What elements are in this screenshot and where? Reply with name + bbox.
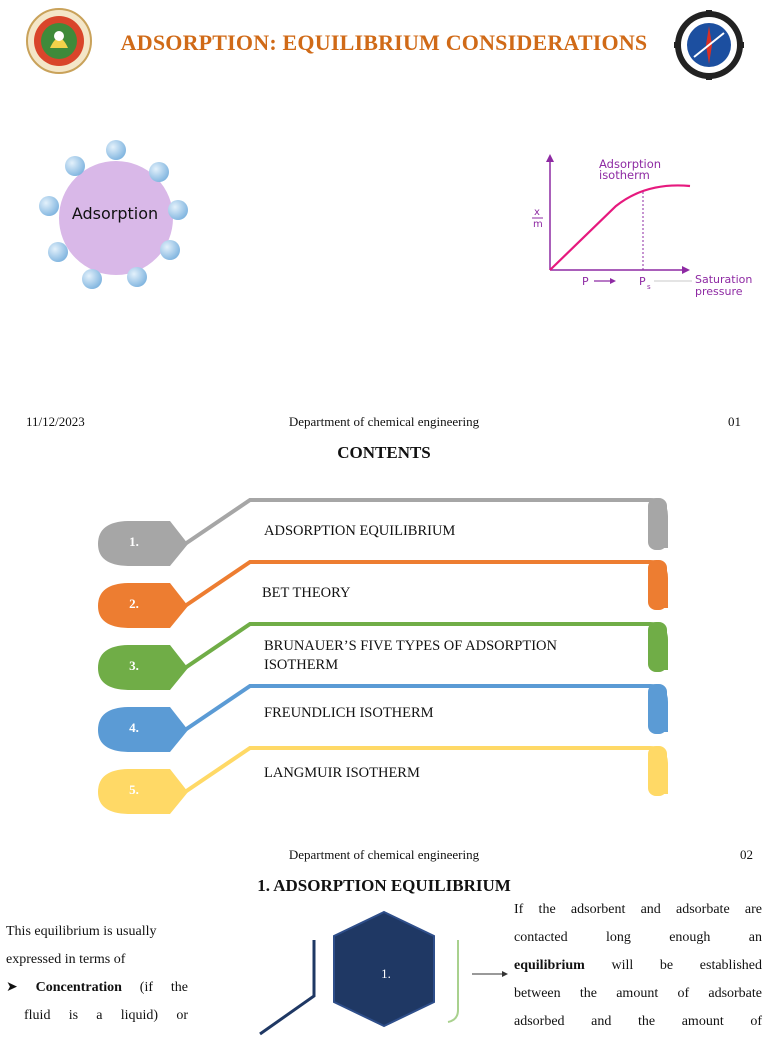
bullet-arrow-icon: ➤ (6, 980, 18, 995)
illustration-label: Adsorption (71, 204, 159, 223)
section-title: 1. ADSORPTION EQUILIBRIUM (257, 876, 511, 895)
graph-x-label-ps-sub: s (647, 283, 651, 291)
contents-item-4-number: 4. (129, 720, 139, 735)
left-text-line-2: expressed in terms of (6, 952, 126, 967)
graph-y-label-bottom: m (533, 219, 543, 230)
contents-diagram (90, 490, 680, 820)
right-text-line-3: equilibrium will be established (514, 952, 762, 980)
bullet-continuation: fluid is a liquid) or (24, 1008, 188, 1023)
right-text-block: If the adsorbent and adsorbate are conta… (514, 896, 762, 1036)
contents-item-3-shape (98, 622, 668, 690)
right-text-line-1: If the adsorbent and adsorbate are (514, 902, 762, 917)
adsorption-illustration (36, 138, 196, 298)
footer-department-2: Department of chemical engineering (288, 847, 480, 862)
arrow-icon (472, 966, 510, 977)
contents-item-3-number: 3. (129, 658, 139, 673)
contents-heading: CONTENTS (337, 443, 431, 462)
slide-title: ADSORPTION: EQUILIBRIUM CONSIDERATIONS (120, 30, 648, 55)
right-text-line-4: between the amount of adsorbate (514, 986, 762, 1001)
contents-item-2-shape (98, 560, 668, 628)
college-logo (674, 10, 744, 80)
contents-item-3-label-line2: ISOTHERM (264, 657, 339, 673)
bullet-text: (if the (121, 980, 188, 995)
contents-item-2-label[interactable]: BET THEORY (262, 585, 351, 601)
contents-item-3-label-line1: BRUNAUER’S FIVE TYPES OF ADSORPTION (264, 638, 558, 654)
university-logo (26, 8, 92, 74)
adsorption-isotherm-graph: Adsorption isotherm x m P P s Saturation… (526, 148, 756, 304)
contents-item-4-shape (98, 684, 668, 752)
contents-item-2-number: 2. (129, 596, 139, 611)
contents-item-1-shape (98, 498, 668, 566)
graph-x-label-ps: P (639, 275, 646, 288)
left-text-line-1: This equilibrium is usually (6, 924, 157, 939)
graph-x-label-p: P (582, 275, 589, 288)
footer-department: Department of chemical engineering (288, 414, 480, 429)
contents-item-3-label[interactable]: BRUNAUER’S FIVE TYPES OF ADSORPTION ISOT… (264, 637, 557, 675)
hexagon-label: 1. (381, 966, 391, 981)
contents-item-4-label[interactable]: FREUNDLICH ISOTHERM (264, 705, 434, 721)
contents-item-5-number: 5. (129, 782, 139, 797)
page-number-2: 02 (740, 847, 753, 862)
graph-y-label-top: x (534, 207, 540, 218)
left-text-block: This equilibrium is usually expressed in… (6, 918, 188, 1030)
contents-item-5-shape (98, 746, 668, 814)
slide-date: 11/12/2023 (26, 414, 85, 429)
graph-curve-label: Adsorption (599, 157, 661, 171)
right-text-line-5: adsorbed and the amount of (514, 1014, 762, 1029)
bullet-item: ➤ Concentration (if the (6, 974, 188, 1002)
bullet-bold-text: Concentration (35, 980, 122, 995)
contents-item-1-label[interactable]: ADSORPTION EQUILIBRIUM (264, 523, 456, 539)
equilibrium-bold: equilibrium (514, 958, 585, 973)
graph-curve-label-2: isotherm (599, 168, 650, 182)
graph-axis-label-2: pressure (695, 285, 743, 298)
graph-axis-label-1: Saturation (695, 273, 752, 286)
right-text-line-2: contacted long enough an (514, 930, 762, 945)
right-text-line-3-rest: will be established (584, 958, 762, 973)
page-number: 01 (728, 414, 741, 429)
contents-item-1-number: 1. (129, 534, 139, 549)
contents-item-5-label[interactable]: LANGMUIR ISOTHERM (264, 765, 420, 781)
